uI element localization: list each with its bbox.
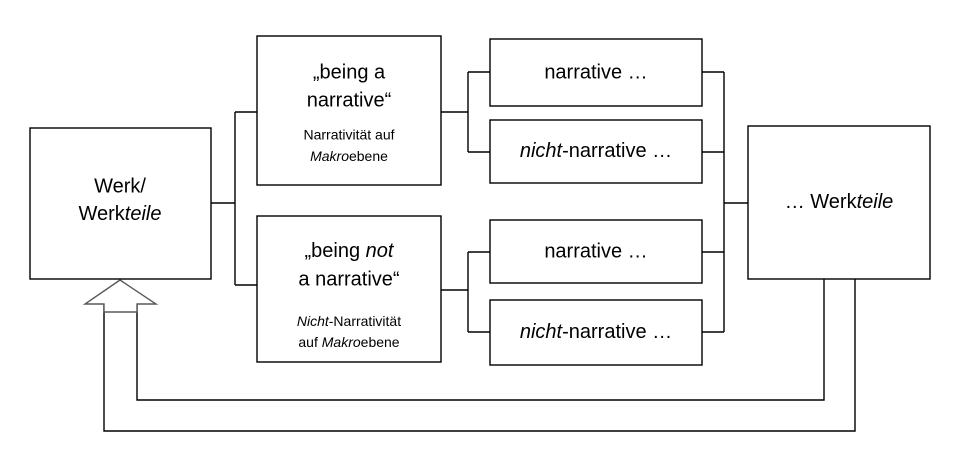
- node-macro-not-narrative-main-line1: „being not: [305, 240, 395, 262]
- node-macro-narrative-sub-line2-plain: ebene: [349, 148, 388, 164]
- node-macro-not-narrative-main-line2: a narrative“: [298, 268, 399, 290]
- node-micro-not-narrative-top-box[interactable]: [489, 119, 703, 184]
- node-work-parts-label: … Werkteile: [785, 191, 894, 213]
- node-macro-not-narrative-sub-line2-italic: Makro: [322, 334, 361, 350]
- node-micro-narrative-bottom-box[interactable]: [489, 219, 703, 284]
- node-macro-narrative-main-line2: narrative“: [307, 89, 391, 111]
- node-micro-not-narrative-bottom-label: nicht-narrative …: [520, 321, 672, 343]
- node-micro-not-narrative-bottom-label-italic: nicht: [520, 321, 564, 343]
- node-micro-narrative-bottom-label: narrative …: [544, 240, 647, 262]
- node-work-line2: Werkteile: [78, 203, 161, 225]
- connector-feedback-outer: [103, 279, 856, 432]
- node-macro-narrative-box[interactable]: [256, 35, 442, 186]
- connector-micro-to-work-parts: [702, 71, 748, 333]
- node-micro-not-narrative-top-label-italic: nicht: [520, 140, 564, 162]
- connector-work-to-macro: [211, 111, 257, 286]
- node-work-parts-label-plain: … Werk: [785, 191, 858, 213]
- node-micro-not-narrative-top-label-plain: -narrative …: [562, 140, 672, 162]
- node-micro-not-narrative-bottom-label-plain: -narrative …: [562, 321, 672, 343]
- node-macro-narrative-sub-line2: Makroebene: [310, 148, 388, 164]
- node-macro-not-narrative-sub-line2-plain-a: auf: [298, 334, 321, 350]
- node-micro-narrative-top-box[interactable]: [489, 38, 703, 107]
- node-macro-narrative-main-line1: „being a: [313, 61, 386, 83]
- node-micro-not-narrative-top-label: nicht-narrative …: [520, 140, 672, 162]
- node-work-parts-label-italic: teile: [857, 191, 894, 213]
- node-macro-not-narrative-main-line1-italic: not: [366, 240, 395, 262]
- node-macro-not-narrative-sub-line1-plain: -Narrativität: [329, 313, 401, 329]
- node-macro-not-narrative-sub-line2-plain-b: ebene: [361, 334, 400, 350]
- node-work-line1: Werk/: [94, 175, 146, 197]
- node-macro-not-narrative-box[interactable]: [256, 215, 442, 363]
- node-work-line2-plain: Werk: [78, 203, 125, 225]
- node-work-parts-box[interactable]: [747, 125, 931, 280]
- connector-macro-not-narrative-to-micro: [441, 251, 490, 333]
- node-macro-not-narrative-sub-line1-italic: Nicht: [297, 313, 330, 329]
- node-macro-not-narrative-sub-line2: auf Makroebene: [298, 334, 399, 350]
- node-macro-not-narrative-main-line1-plain: „being: [305, 240, 366, 262]
- connector-feedback-inner: [136, 279, 825, 401]
- node-work-line2-italic: teile: [125, 203, 162, 225]
- node-macro-narrative-sub-line2-italic: Makro: [310, 148, 349, 164]
- connector-macro-narrative-to-micro: [441, 71, 490, 153]
- node-macro-narrative-sub-line1: Narrativität auf: [303, 127, 394, 143]
- node-macro-not-narrative-sub-line1: Nicht-Narrativität: [297, 313, 401, 329]
- node-micro-not-narrative-bottom-box[interactable]: [489, 299, 703, 366]
- node-micro-narrative-top-label: narrative …: [544, 61, 647, 83]
- node-work-box[interactable]: [29, 127, 212, 280]
- feedback-block-arrow-icon: [82, 279, 159, 313]
